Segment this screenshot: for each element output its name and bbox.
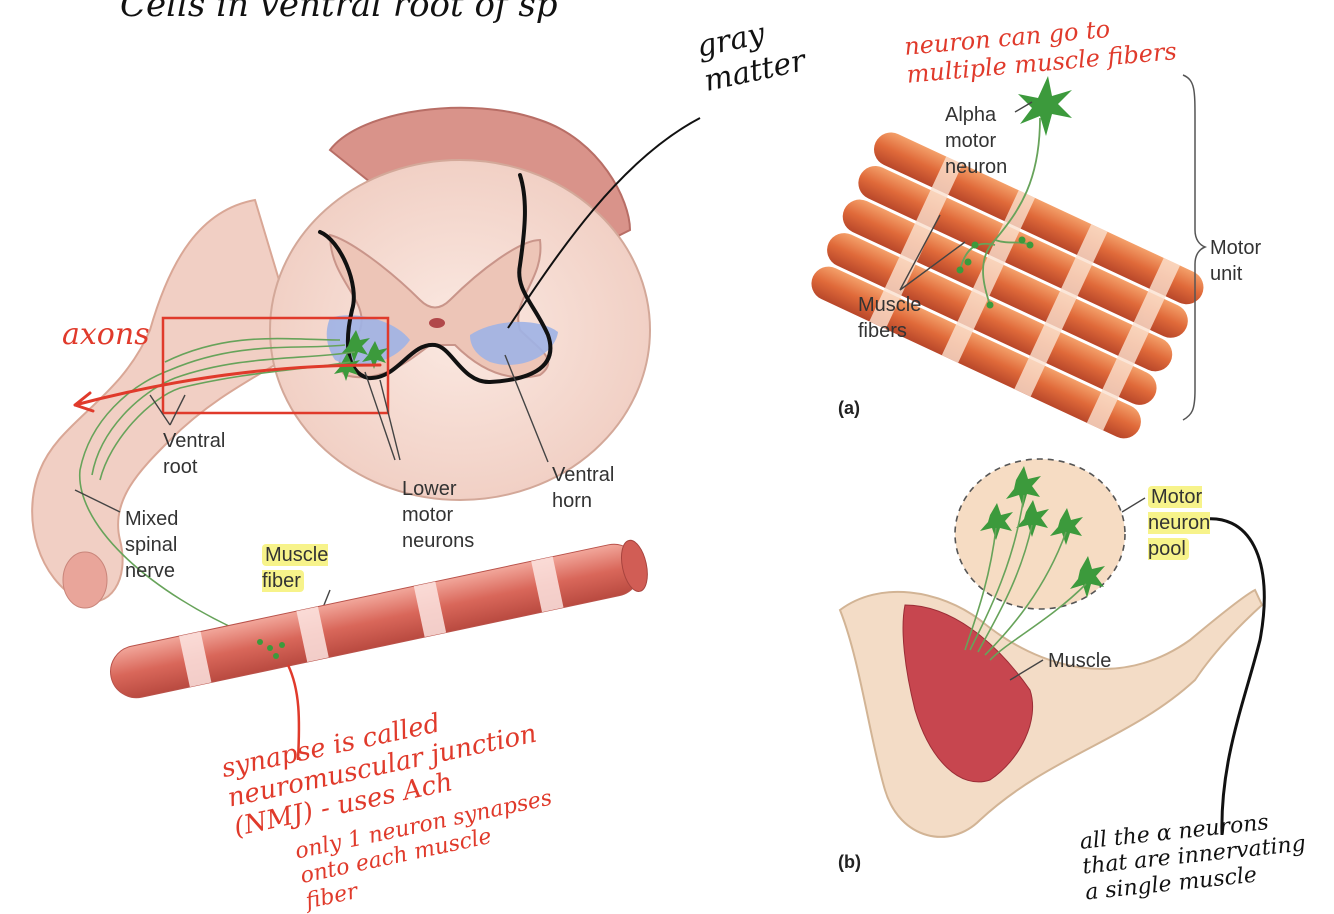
leader-lines-a [899, 101, 1033, 291]
pool-neurons [980, 466, 1105, 598]
panel-b-neuron-pool [838, 458, 1266, 838]
label-motor-neuron-pool: Motor neuron pool [1148, 484, 1211, 562]
motor-neuron-star [334, 353, 360, 381]
neuron-pool-pointer-drawing [1197, 517, 1266, 836]
nmj-pointer [286, 664, 301, 761]
pool-axons [964, 494, 1087, 661]
motor-unit-terminals [956, 236, 1034, 309]
motor-unit-brace [1182, 74, 1208, 421]
label-mixed-spinal-nerve: Mixed spinal nerve [125, 508, 179, 582]
neuromuscular-junction [257, 639, 285, 659]
central-canal [429, 318, 445, 328]
label-muscle-fibers: Muscle fibers [858, 294, 922, 342]
ventral-root-axons [79, 337, 356, 641]
label-motor-neuron-pool-text: Motor neuron pool [1148, 486, 1211, 560]
label-ventral-root: Ventral root [163, 430, 226, 478]
top-note: Cells in ventral root of sp [120, 0, 558, 25]
panel-b-tag: (b) [838, 852, 861, 872]
label-ventral-horn: Ventral horn [552, 464, 615, 512]
arm-muscle [902, 604, 1034, 783]
muscle-fiber-illustration [110, 539, 648, 699]
panel-a-motor-unit [811, 74, 1208, 439]
annotation-axons: axons [62, 317, 150, 352]
lower-motor-neurons [334, 330, 388, 381]
motor-neuron-star [362, 341, 388, 369]
axons-highlight-box [161, 316, 390, 415]
axons-arrow [73, 363, 382, 413]
label-muscle-fiber-text: Muscle fiber [262, 544, 329, 592]
spinal-cord-illustration [31, 106, 701, 761]
label-muscle-fiber: Muscle fiber [262, 542, 329, 594]
gray-matter-outline-drawing [318, 173, 553, 385]
ventral-horn-right [470, 321, 558, 365]
gray-matter-pointer [507, 117, 701, 329]
label-muscle: Muscle [1048, 650, 1112, 672]
mixed-spinal-nerve-cut-end [62, 551, 108, 609]
label-lower-motor-neurons: Lower motor neurons [402, 478, 475, 552]
leader-lines-left [74, 354, 549, 621]
leader-lines-b [1009, 497, 1146, 681]
label-motor-unit: Motor unit [1210, 237, 1262, 285]
panel-a-tag: (a) [838, 398, 860, 418]
muscle-fiber-bundle [811, 132, 1204, 439]
label-alpha-motor-neuron: Alpha motor neuron [945, 104, 1008, 178]
alpha-motor-neuron-cell [1018, 76, 1072, 136]
motor-neuron-star [341, 330, 370, 362]
